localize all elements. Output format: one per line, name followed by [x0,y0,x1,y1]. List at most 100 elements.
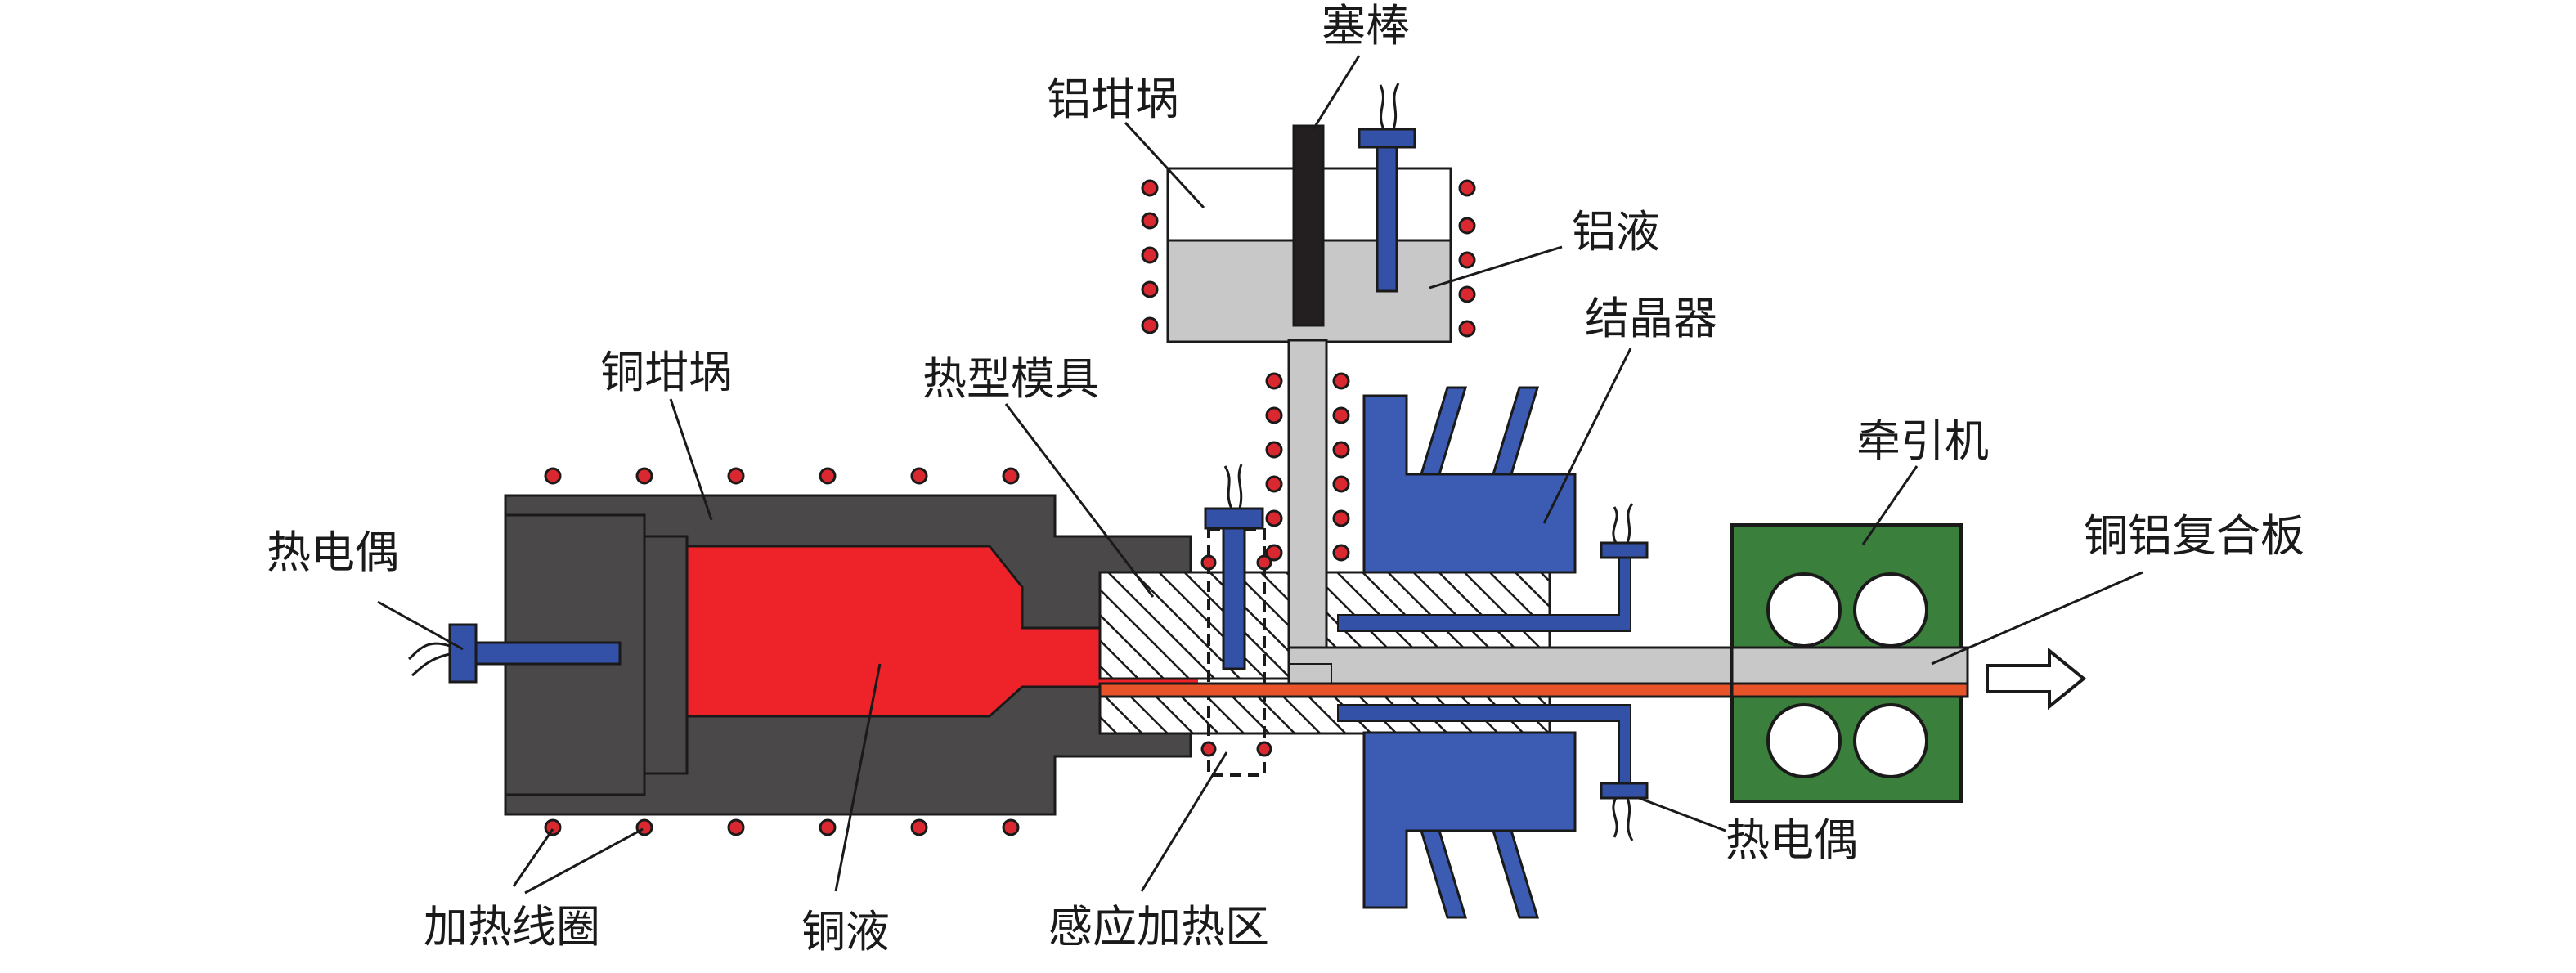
coil-dot-icon [727,818,745,836]
wire-icon [1612,503,1634,544]
aluminum-crucible [1166,83,1452,652]
coil-dot-icon [1002,467,1020,485]
coil-dot-icon [819,818,837,836]
furnace-inner-wall [643,535,689,775]
coil-dot-icon [1458,251,1476,269]
leader-al-crucible [1124,121,1205,209]
coil-dot-icon [1332,372,1350,390]
thermocouple-mold-head [1204,507,1264,530]
aluminum-feed-tube [1287,339,1328,652]
cooling-pipe-2 [1491,386,1540,476]
label-composite-plate: 铜铝复合板 [2084,510,2304,562]
roller-3 [1766,703,1842,778]
thermocouple-mold [1204,464,1264,670]
leader-al-melt [1429,245,1563,289]
plate-through-puller-al [1730,646,1969,685]
label-hot-mold: 热型模具 [922,353,1099,405]
coil-dot-icon [1458,285,1476,303]
leader-induction-zone [1140,751,1228,892]
label-thermocouple-left: 热电偶 [267,527,399,578]
copper-crucible [504,494,1198,816]
leader-crystallizer [1542,348,1632,524]
cooling-pipe-4 [1491,829,1540,919]
coil-dot-icon [1141,212,1159,230]
arrow-right-icon [1986,647,2087,711]
thermocouple-right-bottom [1600,782,1649,841]
thermocouple-left [408,623,622,684]
label-al-melt: 铝液 [1572,206,1660,258]
label-thermocouple-right: 热电偶 [1726,814,1858,866]
label-stopper-rod: 塞棒 [1322,0,1410,52]
roller-2 [1853,572,1928,648]
cooling-pipe-3 [1419,829,1468,919]
coil-dot-icon [1200,554,1217,571]
thermocouple-mold-rod [1222,527,1246,670]
thermocouple-right-top-head [1600,541,1649,559]
coil-dot-icon [1200,741,1217,757]
coil-dot-icon [1265,475,1283,493]
coil-dot-icon [819,467,837,485]
coil-dot-icon [1256,741,1272,757]
roller-4 [1853,703,1928,778]
coil-dot-icon [635,818,653,836]
thermocouple-left-rod [473,641,622,666]
coil-dot-icon [727,467,745,485]
coil-dot-icon [1265,372,1283,390]
plate-through-puller-cu [1730,682,1969,698]
coil-dot-icon [1332,544,1350,562]
leader-composite-plate [1931,571,2143,666]
coil-dot-icon [1458,320,1476,338]
leader-heating-coil-2 [524,827,644,895]
thermocouple-right-top [1600,503,1649,559]
coil-dot-icon [1141,316,1159,334]
label-cu-crucible: 铜坩埚 [600,347,733,398]
wire-icon [1223,464,1243,509]
label-al-crucible: 铝坩埚 [1047,74,1179,125]
coil-dot-icon [910,467,928,485]
coil-dot-icon [1141,179,1159,197]
label-induction-zone: 感应加热区 [1048,901,1269,953]
thermocouple-left-head [448,623,478,684]
coil-dot-icon [1265,406,1283,424]
crystallizer-lower [1362,731,1577,909]
coil-dot-icon [1265,441,1283,459]
leader-hot-mold [1004,403,1155,598]
coil-dot-icon [910,818,928,836]
coil-dot-icon [1458,179,1476,197]
stopper-rod [1292,124,1325,327]
roller-1 [1766,572,1842,648]
coil-dot-icon [1332,441,1350,459]
crystallizer-upper [1362,394,1577,574]
thermocouple-right-bottom-head [1600,782,1649,800]
cooling-pipe-1 [1419,386,1468,476]
wire-icon [1612,797,1634,841]
coil-dot-icon [1332,475,1350,493]
leader-lines [377,55,2143,895]
leader-stopper-rod [1312,55,1361,130]
coil-dot-icon [1002,818,1020,836]
water-channels [1337,555,1631,786]
leader-heating-coil-1 [512,828,554,887]
coil-dot-icon [544,467,562,485]
label-puller: 牵引机 [1856,415,1989,467]
aluminum-layer-step [1288,663,1332,684]
coil-dot-icon [1332,406,1350,424]
coil-dot-icon [1141,246,1159,264]
wire-icon [408,642,451,677]
leader-cu-crucible [669,398,713,521]
thermocouple-top-head [1358,128,1416,149]
coil-dot-icon [1265,544,1283,562]
label-crystallizer: 结晶器 [1585,293,1717,344]
label-cu-melt: 铜液 [801,906,890,957]
leader-thermocouple-right [1638,796,1726,832]
thermocouple-top-rod [1376,146,1398,293]
coil-dot-icon [1141,280,1159,298]
coil-dot-icon [544,818,562,836]
label-heating-coil: 加热线圈 [424,901,600,953]
leader-cu-melt [834,663,882,892]
wire-icon [1379,83,1400,130]
coil-dot-icon [635,467,653,485]
coil-dot-icon [1332,509,1350,527]
coil-dot-icon [1256,554,1272,571]
